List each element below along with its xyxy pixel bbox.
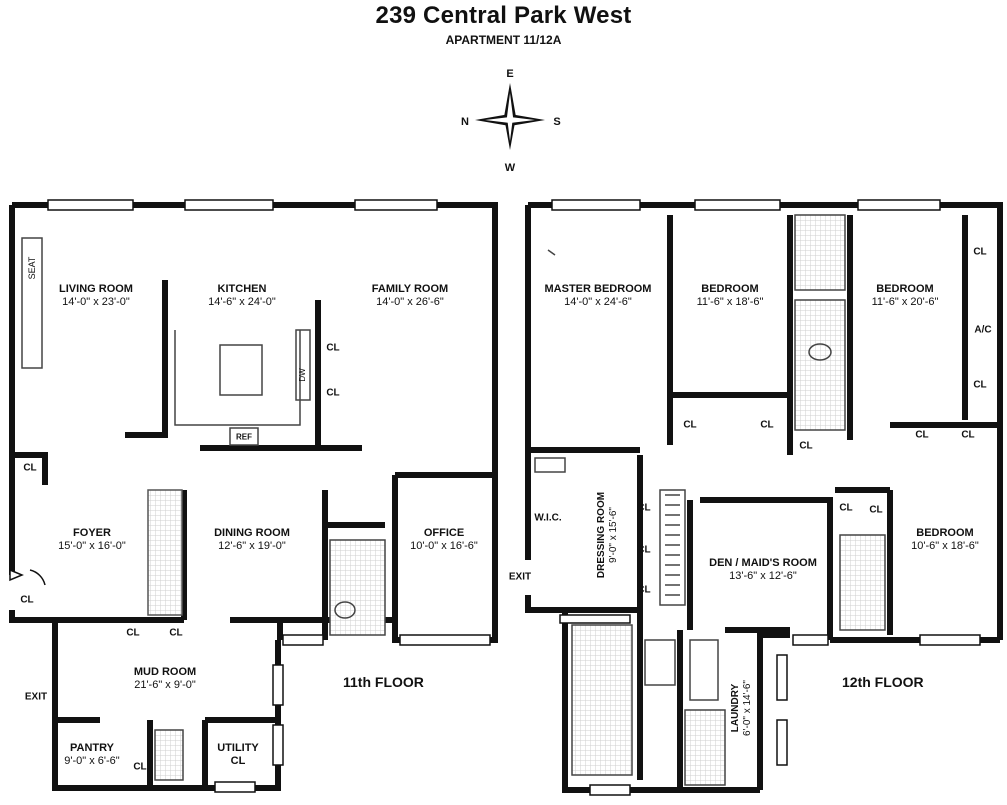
hall-closet-a: CL	[915, 429, 929, 441]
compass-east-label: E	[506, 68, 514, 80]
entry-closet: CL	[20, 594, 34, 606]
ac-tag: A/C	[974, 324, 992, 336]
bedroom-1-closet-b: CL	[760, 419, 774, 431]
twelfth-floor-fixtures	[534, 214, 886, 786]
eleventh-floor-walls	[9, 202, 498, 791]
compass-rose	[475, 83, 545, 150]
page-title: 239 Central Park West	[375, 2, 632, 29]
dressing-closet-2: CL	[637, 544, 651, 556]
mud-closet-2: CL	[169, 627, 183, 639]
bedroom-3-closet-b: CL	[869, 504, 883, 516]
seat-tag: SEAT	[27, 256, 37, 280]
compass-north-label: N	[461, 116, 469, 128]
exit-12-tag: EXIT	[508, 571, 532, 583]
eleventh-floor-label: 11th FLOOR	[343, 674, 424, 690]
mud-closet-1: CL	[126, 627, 140, 639]
bedroom-2-closet-top: CL	[973, 246, 987, 258]
bedroom-1-closet-a: CL	[683, 419, 697, 431]
dressing-closet-3: CL	[637, 584, 651, 596]
eleventh-floor-fixtures	[9, 237, 386, 781]
compass-south-label: S	[553, 116, 561, 128]
walk-in-closet-tag: W.I.C.	[534, 512, 562, 524]
family-closet-2: CL	[326, 387, 340, 399]
ref-tag: REF	[236, 432, 252, 442]
twelfth-floor-walls	[525, 202, 1003, 793]
twelfth-floor-windows	[551, 199, 981, 796]
foyer-closet: CL	[23, 462, 37, 474]
page-subtitle: APARTMENT 11/12A	[445, 33, 562, 47]
eleventh-floor-windows	[47, 199, 491, 793]
bath-closet: CL	[799, 440, 813, 452]
bedroom-3-closet-a: CL	[839, 502, 853, 514]
bedroom-2-closet-bottom: CL	[973, 379, 987, 391]
compass-west-label: W	[504, 162, 516, 174]
hall-closet-b: CL	[961, 429, 975, 441]
family-closet-1: CL	[326, 342, 340, 354]
dishwasher-tag: DW	[298, 368, 307, 382]
pantry-closet: CL	[133, 761, 147, 773]
twelfth-floor-label: 12th FLOOR	[842, 674, 924, 690]
exit-11-tag: EXIT	[24, 691, 48, 703]
dressing-closet-1: CL	[637, 502, 651, 514]
